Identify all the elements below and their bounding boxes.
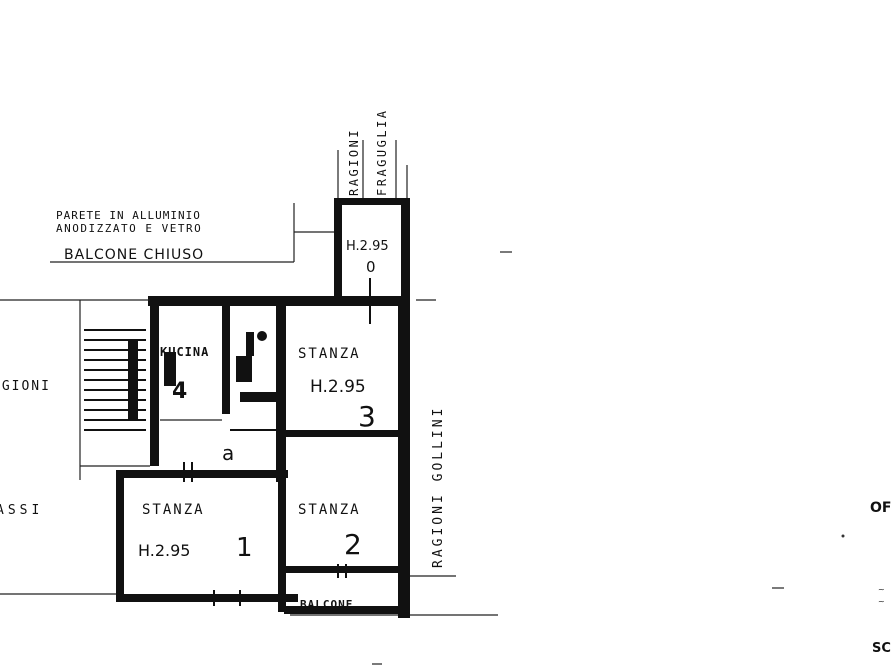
bath-mark: a xyxy=(222,441,234,465)
room1-number: 1 xyxy=(236,533,253,563)
room3-number: 3 xyxy=(358,400,376,433)
room3-name: STANZA xyxy=(298,346,361,362)
room2-number: 2 xyxy=(344,528,362,561)
street-label-fraguglia: FRAGUGLIA xyxy=(375,108,389,196)
note-box: PARETE IN ALLUMINIO ANODIZZATO E VETRO B… xyxy=(50,203,338,263)
left-edge-label-lower: ASSI xyxy=(0,503,43,518)
note-line-1: PARETE IN ALLUMINIO xyxy=(56,209,201,222)
note-line-2: ANODIZZATO E VETRO xyxy=(56,222,202,235)
left-edge-label-upper: AGIONI xyxy=(0,379,51,394)
walls xyxy=(116,198,410,618)
balcone-label: BALCONE xyxy=(300,598,353,611)
svg-text:~: ~ xyxy=(878,585,885,594)
kitchen-label: KUCINA xyxy=(160,345,209,359)
street-label-ragioni-gollini: RAGIONI GOLLINI xyxy=(431,406,446,568)
balcony-number: 0 xyxy=(366,258,376,276)
room1-name: STANZA xyxy=(142,502,205,518)
street-label-ragioni-top: RAGIONI xyxy=(347,128,361,196)
kitchen-number: 4 xyxy=(172,379,187,404)
note-line-3: BALCONE CHIUSO xyxy=(64,247,204,263)
room2-name: STANZA xyxy=(298,502,361,518)
balcony-height-label: H.2.95 xyxy=(346,239,389,254)
room3-height: H.2.95 xyxy=(310,377,366,397)
room1-height: H.2.95 xyxy=(138,541,190,560)
svg-text:~: ~ xyxy=(878,597,885,606)
staircase xyxy=(0,299,150,595)
right-edge-label-bottom: SC xyxy=(872,641,891,656)
right-edge-label-top: OF xyxy=(870,500,891,516)
